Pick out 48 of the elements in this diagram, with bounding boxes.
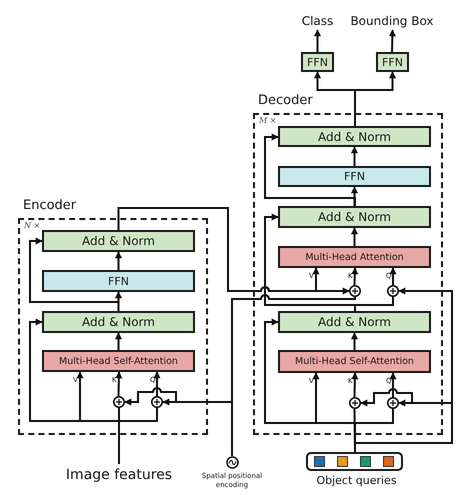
add-circle bbox=[387, 285, 399, 297]
arrow bbox=[264, 214, 356, 311]
arrow bbox=[354, 288, 453, 452]
text-label: Class bbox=[290, 12, 345, 30]
arrow bbox=[351, 227, 358, 246]
layer-box: Add & Norm bbox=[278, 311, 431, 333]
repeat-label: N × bbox=[24, 221, 40, 230]
input-label: Object queries bbox=[315, 474, 398, 487]
add-circle bbox=[387, 397, 399, 409]
layer-box: Multi-Head Attention bbox=[278, 246, 431, 268]
add-circle bbox=[349, 285, 361, 297]
arrow bbox=[351, 146, 358, 166]
arrow bbox=[115, 332, 122, 350]
layer-box: Add & Norm bbox=[278, 126, 431, 147]
text-label: Bounding Box bbox=[344, 12, 440, 30]
layer-box: FFN bbox=[42, 270, 195, 292]
arrow bbox=[390, 372, 396, 397]
arrow bbox=[388, 29, 396, 52]
add-circle bbox=[151, 396, 163, 408]
arrow bbox=[351, 267, 358, 286]
arrow bbox=[351, 332, 358, 350]
arrow bbox=[118, 207, 320, 292]
arrow bbox=[29, 238, 120, 311]
arrow bbox=[154, 371, 160, 396]
layer-box: Add & Norm bbox=[278, 206, 431, 228]
add-circle bbox=[113, 396, 125, 408]
section-heading: Encoder bbox=[23, 198, 76, 213]
add-circle bbox=[349, 397, 361, 409]
arrow bbox=[314, 29, 321, 52]
layer-box: Add & Norm bbox=[42, 311, 195, 333]
arrow bbox=[115, 371, 122, 396]
text-label: Image features bbox=[54, 464, 184, 486]
connector-line bbox=[231, 294, 356, 456]
layer-box: Add & Norm bbox=[42, 230, 195, 252]
arrow bbox=[351, 186, 358, 206]
arrow bbox=[29, 318, 120, 464]
layer-box: FFN bbox=[278, 166, 431, 187]
repeat-label: M × bbox=[259, 116, 276, 125]
layer-box: Multi-Head Self-Attention bbox=[278, 350, 431, 373]
ffn-box: FFN bbox=[301, 52, 334, 72]
arrow bbox=[354, 71, 396, 126]
arrow bbox=[264, 134, 356, 206]
arrow bbox=[115, 251, 122, 270]
section-heading: Decoder bbox=[258, 93, 313, 108]
arrow bbox=[351, 372, 358, 398]
ffn-box: FFN bbox=[376, 52, 409, 72]
arrow bbox=[390, 267, 396, 285]
layer-box: Multi-Head Self-Attention bbox=[42, 350, 195, 372]
